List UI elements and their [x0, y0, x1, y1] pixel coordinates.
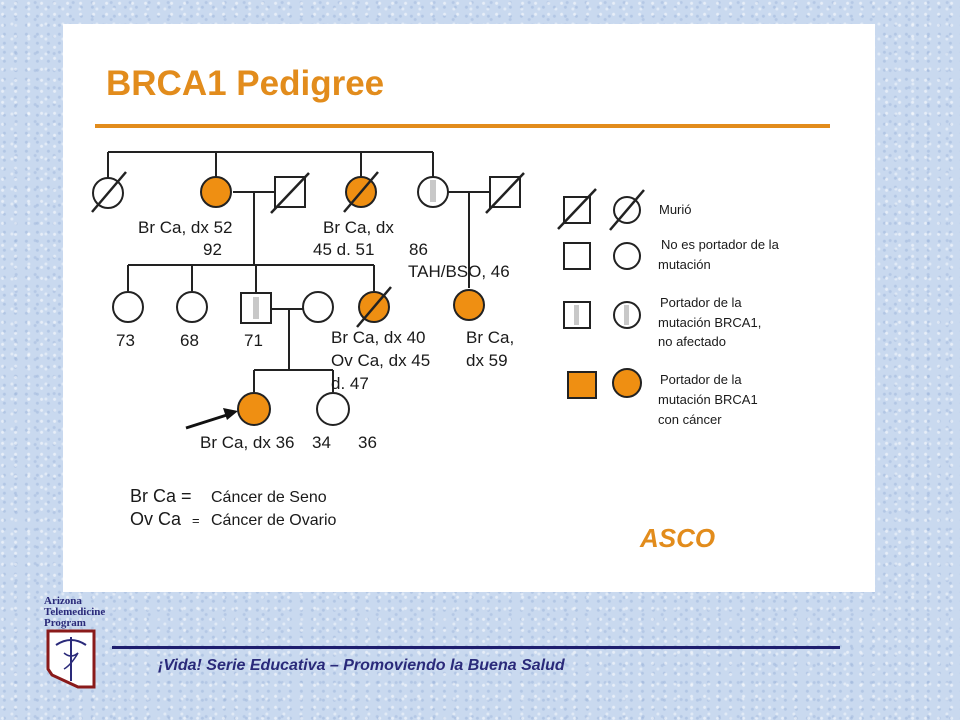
logo-line-3: Program: [44, 617, 86, 629]
gen2-female-affected-deceased: [356, 286, 392, 328]
legend-noncarrier-line-1: No es portador de la: [661, 237, 780, 252]
logo-line-2: Telemedicine: [44, 606, 106, 618]
legend-noncarrier-circle-icon: [613, 242, 641, 270]
gen1-affected-label: Br Ca, dx 52: [138, 218, 233, 237]
gen1-mid-label: Br Ca, dx: [323, 218, 394, 237]
gen2-female-1: [112, 291, 144, 323]
legend-died-label: Murió: [659, 202, 692, 217]
legend-affected-circle-icon: [612, 368, 642, 398]
gen2-age-3: 71: [244, 331, 263, 350]
footer-text: ¡Vida! Serie Educativa – Promoviendo la …: [158, 657, 565, 674]
gen2-affected-right-label-1: Br Ca,: [466, 328, 514, 347]
arizona-telemedicine-logo: Arizona Telemedicine Program: [44, 596, 134, 696]
gen1-male-deceased: [270, 172, 310, 214]
slide-title: BRCA1 Pedigree: [106, 64, 385, 103]
gen3-sister: [316, 392, 350, 426]
legend-carrier-line-1: Portador de la: [660, 295, 742, 310]
footer-rule: [112, 646, 840, 649]
gen1-male-deceased-right: [485, 172, 525, 214]
gen2-male-carrier: [240, 292, 272, 324]
asco-logo: ASCO: [639, 523, 715, 553]
legend-carrier-square-icon: [563, 301, 591, 329]
legend-noncarrier-line-2: mutación: [658, 257, 711, 272]
abbr-brca-key: Br Ca =: [130, 486, 192, 506]
legend-died-square-icon: [557, 188, 597, 230]
abbr-ovca-eq: =: [192, 513, 200, 528]
pedigree-lines: [107, 151, 490, 392]
gen1-carrier-label: TAH/BSO, 46: [408, 262, 510, 281]
legend-cancer-line-3: con cáncer: [658, 412, 722, 427]
abbr-ovca-value: Cáncer de Ovario: [211, 512, 336, 529]
legend-cancer-line-1: Portador de la: [660, 372, 742, 387]
gen1-female-carrier: [417, 176, 449, 208]
logo-line-1: Arizona: [44, 595, 82, 607]
gen2-female-2: [176, 291, 208, 323]
gen1-female-deceased: [91, 171, 127, 213]
abbr-ovca-key: Ov Ca: [130, 509, 182, 529]
gen2-affected-right-label-2: dx 59: [466, 351, 508, 370]
legend-carrier-circle-icon: [613, 301, 641, 329]
title-underline: [95, 124, 830, 128]
gen3-proband-label: Br Ca, dx 36: [200, 433, 295, 452]
gen1-mid-label-2: 45 d. 51: [313, 240, 374, 259]
arizona-state-caduceus-icon: [46, 629, 96, 689]
gen3-proband-age: 34: [312, 433, 331, 452]
gen2-affected-label-1: Br Ca, dx 40: [331, 328, 426, 347]
gen2-age-1: 73: [116, 331, 135, 350]
asco-logo-text: ASCO: [639, 523, 715, 553]
abbr-brca-value: Cáncer de Seno: [211, 489, 327, 506]
gen2-female-affected: [453, 289, 485, 321]
gen1-affected-age: 92: [203, 240, 222, 259]
gen2-female-spouse: [302, 291, 334, 323]
gen3-sister-age: 36: [358, 433, 377, 452]
gen3-proband: [237, 392, 271, 426]
legend-carrier-line-2: mutación BRCA1,: [658, 315, 761, 330]
gen2-affected-label-2: Ov Ca, dx 45: [331, 351, 430, 370]
legend-cancer-line-2: mutación BRCA1: [658, 392, 758, 407]
gen1-carrier-age: 86: [409, 240, 428, 259]
gen2-affected-label-3: d. 47: [331, 374, 369, 393]
legend-noncarrier-square-icon: [563, 242, 591, 270]
gen1-female-affected-deceased: [343, 171, 379, 213]
legend-affected-square-icon: [567, 371, 597, 399]
legend-carrier-line-3: no afectado: [658, 334, 726, 349]
gen2-age-2: 68: [180, 331, 199, 350]
proband-arrow-icon: [185, 408, 238, 430]
legend-died-circle-icon: [609, 189, 645, 231]
gen1-female-affected: [200, 176, 232, 208]
